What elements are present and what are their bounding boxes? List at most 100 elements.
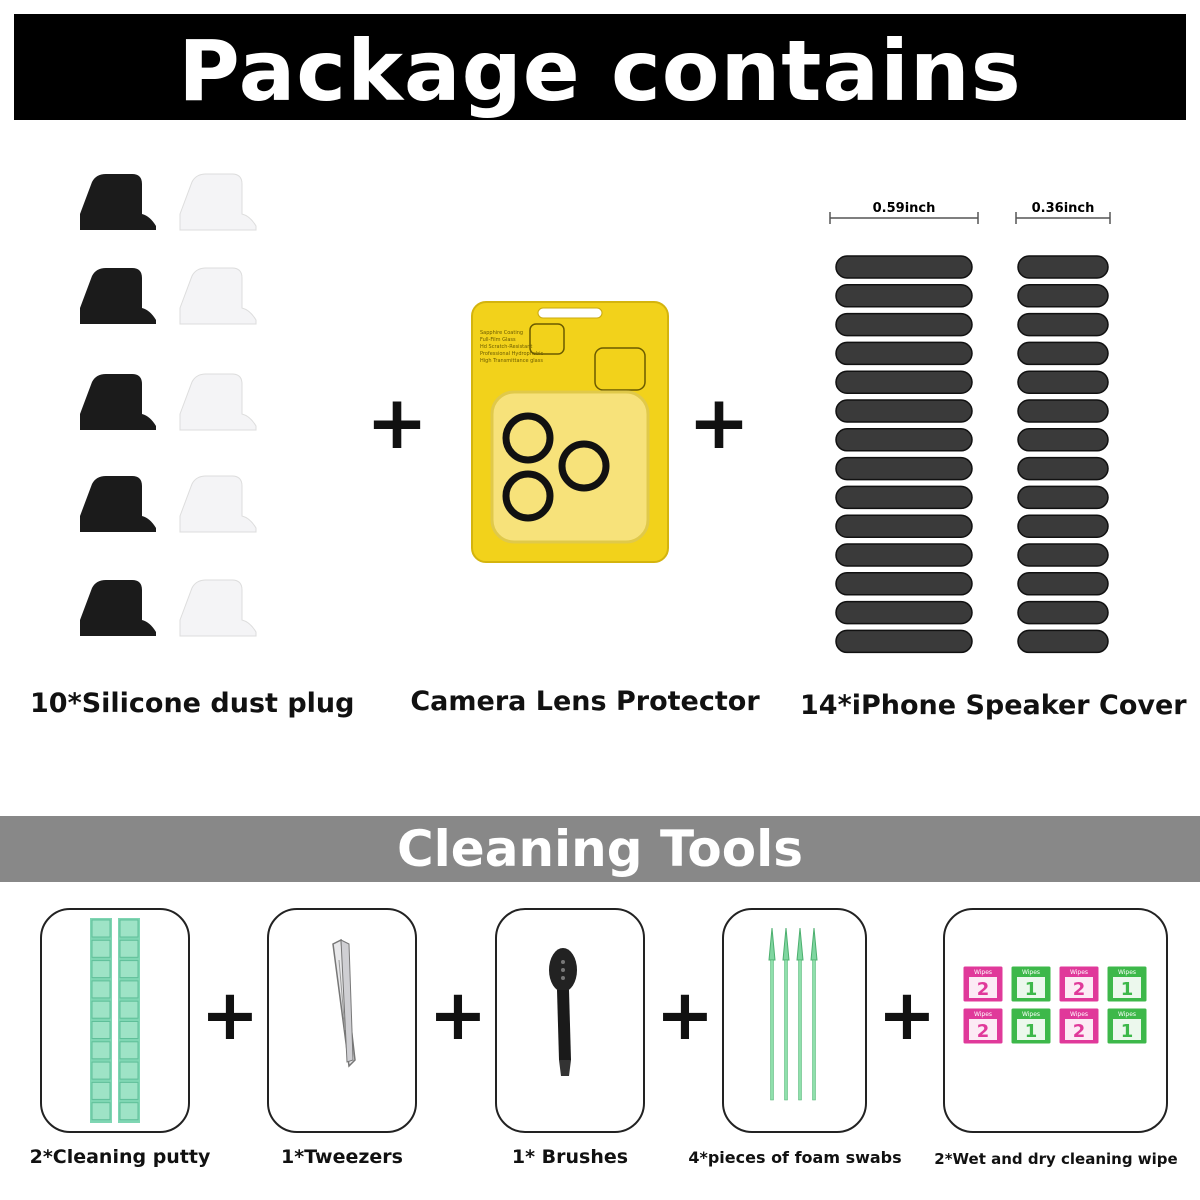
wipe-packet: Wipes 2 bbox=[962, 1007, 1004, 1045]
dimension-label: 0.59inch bbox=[873, 201, 936, 216]
speaker-cover-strip bbox=[1017, 370, 1109, 394]
item-caption: Camera Lens Protector bbox=[410, 686, 760, 717]
putty-cell bbox=[91, 939, 111, 958]
putty-cell bbox=[91, 960, 111, 979]
putty-cell bbox=[91, 980, 111, 999]
speaker-covers-illustration: 0.59inch 0.36inch bbox=[829, 201, 1111, 654]
brush-icon bbox=[549, 948, 577, 1076]
lens-card-text: Professional Hydrophobic bbox=[480, 351, 544, 357]
speaker-cover-strip bbox=[835, 312, 973, 337]
lens-card-text: Hd Scratch-Resistant bbox=[480, 344, 532, 350]
putty-cell bbox=[91, 1102, 111, 1121]
speaker-cover-strip bbox=[835, 485, 973, 510]
putty-cell bbox=[91, 1041, 111, 1060]
wipe-packet: Wipes 1 bbox=[1010, 1007, 1052, 1045]
speaker-cover-strip bbox=[835, 456, 973, 481]
putty-cell bbox=[119, 919, 139, 938]
wipe-number: 1 bbox=[1025, 979, 1038, 1000]
dust-plug-row bbox=[80, 267, 257, 325]
wipe-label: Wipes bbox=[1070, 1011, 1088, 1018]
tool-caption: 2*Wet and dry cleaning wipe bbox=[934, 1150, 1178, 1168]
plus-icon: + bbox=[687, 380, 750, 466]
speaker-cover-strip bbox=[1017, 485, 1109, 510]
speaker-cover-strip bbox=[835, 514, 973, 538]
header-banner: Package contains bbox=[14, 14, 1186, 120]
speaker-cover-strip bbox=[1017, 284, 1109, 308]
cleaning-tools-banner: Cleaning Tools bbox=[0, 816, 1200, 882]
speaker-cover-strip bbox=[1017, 514, 1109, 538]
foam-swab-icon bbox=[768, 927, 818, 1101]
dust-plug-row bbox=[80, 373, 257, 431]
tweezers-icon bbox=[332, 938, 356, 1068]
tool-caption: 4*pieces of foam swabs bbox=[688, 1148, 902, 1167]
swab-tip bbox=[768, 927, 776, 961]
plus-icon: + bbox=[655, 974, 715, 1056]
speaker-cover-strip bbox=[1017, 341, 1109, 366]
wipe-label: Wipes bbox=[1022, 969, 1040, 976]
speaker-cover-strip bbox=[1017, 600, 1109, 625]
speaker-cover-strip bbox=[1017, 543, 1109, 567]
swab-tip bbox=[782, 927, 790, 961]
putty-cell bbox=[91, 1081, 111, 1100]
swab-stick bbox=[812, 959, 816, 1101]
item-caption: 14*iPhone Speaker Cover bbox=[800, 690, 1187, 721]
camera-lens-protector-illustration: Sapphire Coating Full-Film Glass Hd Scra… bbox=[471, 301, 669, 563]
dust-plugs-illustration bbox=[80, 173, 257, 637]
wipe-number: 1 bbox=[1121, 1021, 1134, 1042]
dust-plug-row bbox=[80, 475, 257, 533]
item-caption: 10*Silicone dust plug bbox=[30, 688, 355, 719]
cleaning-wipe-icon: Wipes2Wipes1Wipes2Wipes1Wipes2Wipes1Wipe… bbox=[962, 965, 1148, 1045]
wipe-label: Wipes bbox=[974, 1011, 992, 1018]
wipe-packet: Wipes 1 bbox=[1010, 965, 1052, 1003]
speaker-cover-strip bbox=[1017, 629, 1109, 654]
dust-plug-row bbox=[80, 173, 257, 231]
wipe-number: 2 bbox=[977, 979, 990, 1000]
lens-card-text: Full-Film Glass bbox=[480, 337, 516, 343]
tool-card-brush bbox=[495, 908, 645, 1133]
speaker-cover-strip bbox=[835, 341, 973, 366]
swab-tip bbox=[810, 927, 818, 961]
speaker-cover-strip bbox=[835, 255, 973, 279]
wipe-number: 2 bbox=[1073, 1021, 1086, 1042]
putty-cell bbox=[119, 980, 139, 999]
swab-tip bbox=[796, 927, 804, 961]
wipe-number: 1 bbox=[1121, 979, 1134, 1000]
lens-card-text: High Transmittance glass bbox=[480, 358, 543, 364]
lens-card-text: Sapphire Coating bbox=[480, 330, 523, 336]
wipe-packet: Wipes 2 bbox=[962, 965, 1004, 1003]
wipe-label: Wipes bbox=[1022, 1011, 1040, 1018]
wipe-label: Wipes bbox=[1070, 969, 1088, 976]
wipe-packet: Wipes 2 bbox=[1058, 1007, 1100, 1045]
putty-cell bbox=[91, 1000, 111, 1019]
putty-cell bbox=[119, 939, 139, 958]
tool-card-putty bbox=[40, 908, 190, 1133]
section-title: Cleaning Tools bbox=[396, 820, 804, 878]
speaker-cover-strip bbox=[1017, 428, 1109, 452]
tool-caption: 1*Tweezers bbox=[281, 1146, 403, 1168]
wipe-label: Wipes bbox=[974, 969, 992, 976]
speaker-cover-strip bbox=[835, 600, 973, 625]
putty-cell bbox=[119, 1061, 139, 1080]
putty-cell bbox=[91, 1061, 111, 1080]
putty-cell bbox=[119, 1000, 139, 1019]
plus-icon: + bbox=[877, 974, 937, 1056]
speaker-cover-strip bbox=[1017, 572, 1109, 596]
putty-cell bbox=[119, 1021, 139, 1039]
putty-cell bbox=[119, 960, 139, 979]
plus-icon: + bbox=[200, 974, 260, 1056]
speaker-cover-strip bbox=[1017, 312, 1109, 337]
putty-cell bbox=[119, 1081, 139, 1100]
putty-cell bbox=[91, 919, 111, 938]
putty-cell bbox=[119, 1041, 139, 1060]
speaker-cover-strip bbox=[835, 370, 973, 394]
wipe-number: 2 bbox=[977, 1021, 990, 1042]
speaker-cover-strip bbox=[835, 428, 973, 452]
speaker-cover-strip bbox=[835, 629, 973, 654]
tool-caption: 1* Brushes bbox=[511, 1146, 629, 1168]
plus-icon: + bbox=[428, 974, 488, 1056]
plus-icon: + bbox=[365, 380, 428, 466]
wipe-number: 1 bbox=[1025, 1021, 1038, 1042]
